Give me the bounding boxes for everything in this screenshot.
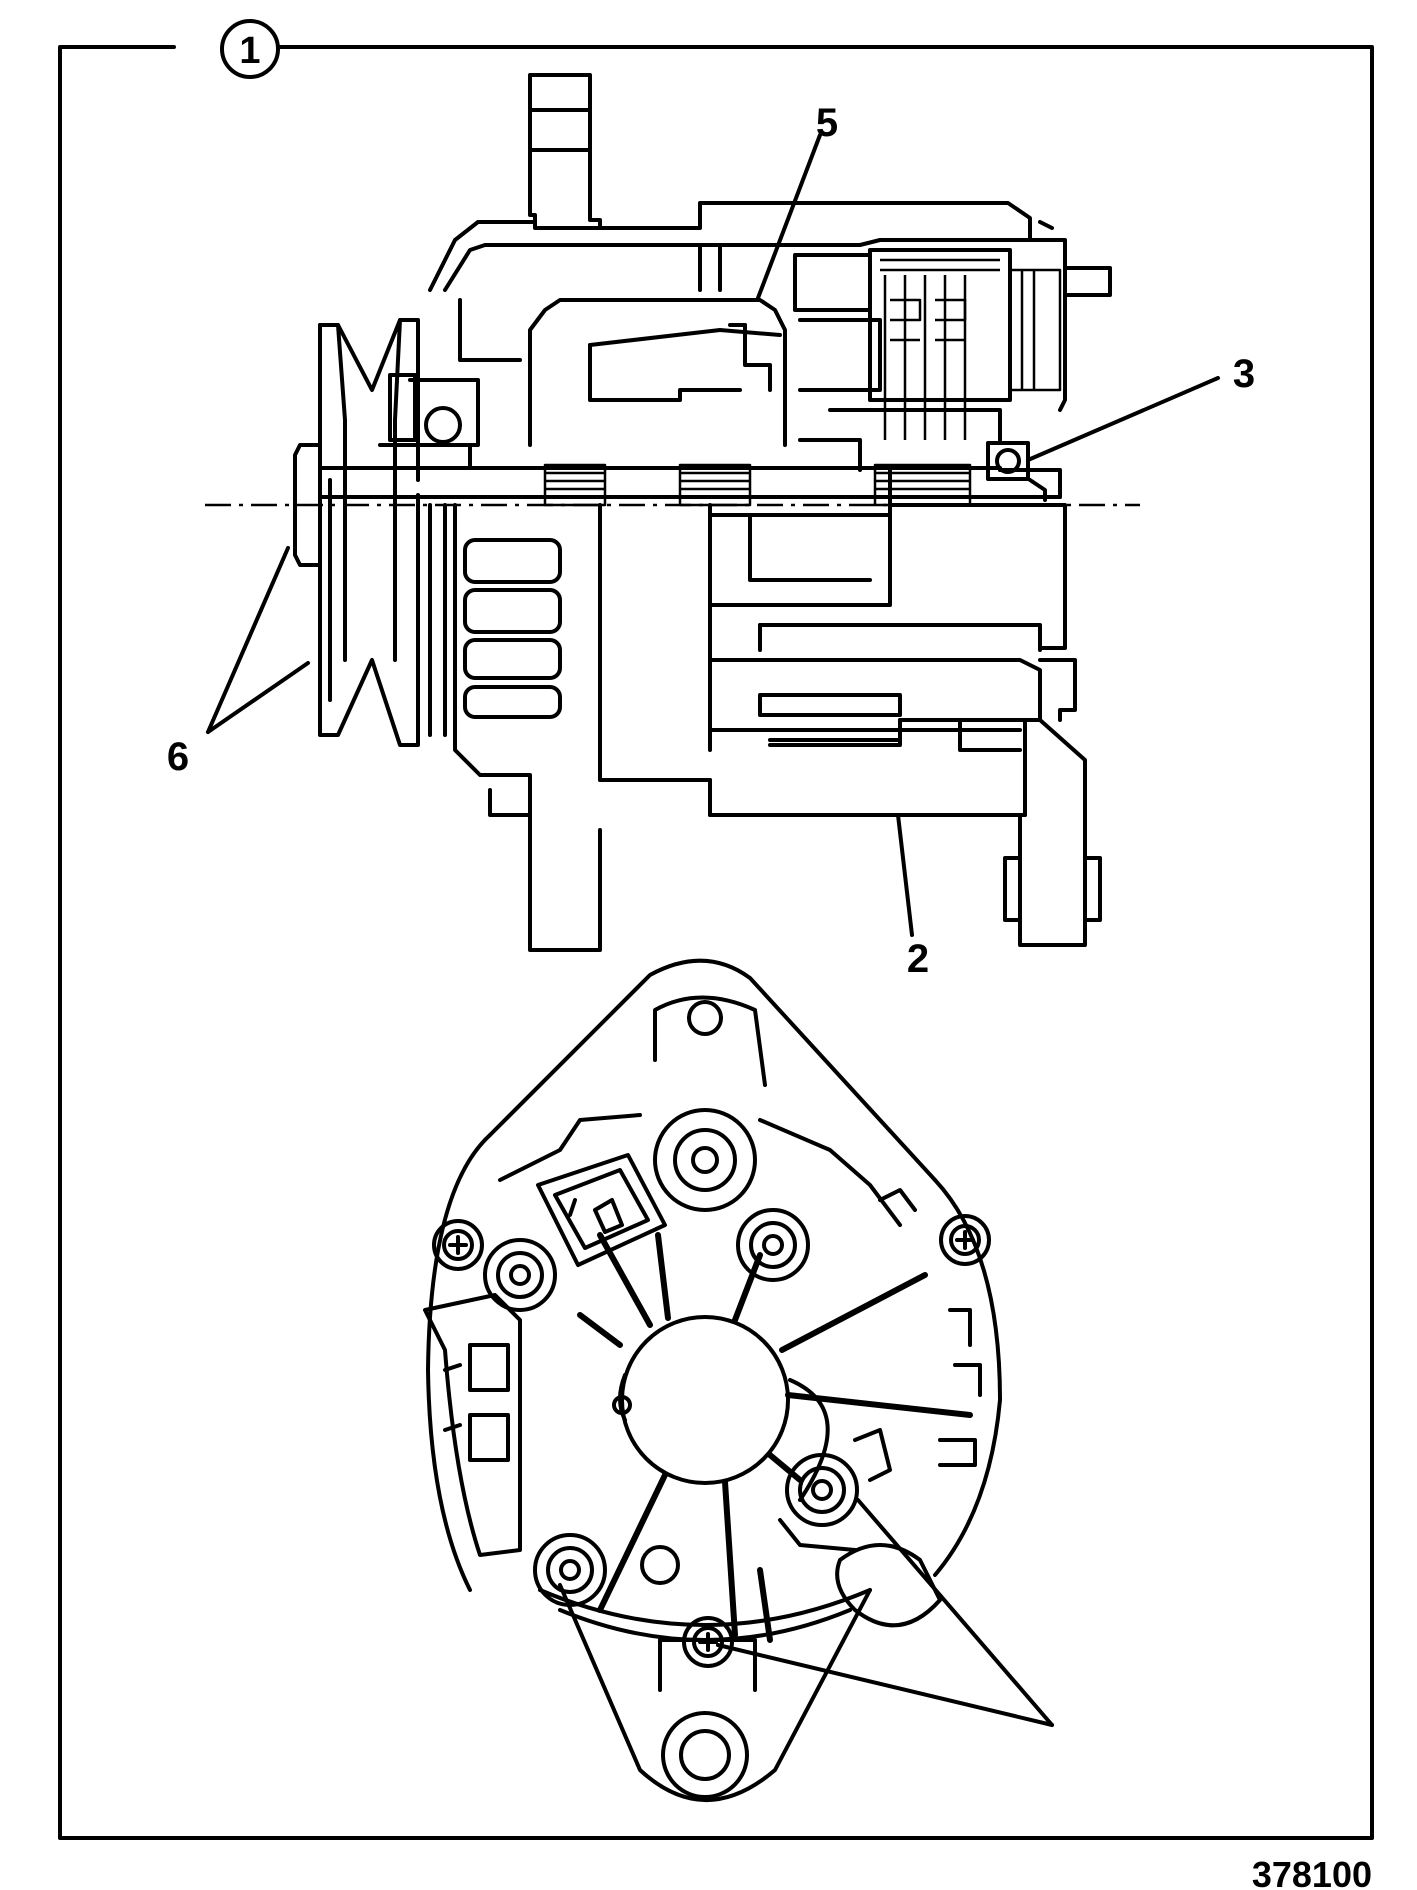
drawing-reference-number: 378100 bbox=[1252, 1854, 1372, 1890]
figure-frame bbox=[58, 45, 1374, 1840]
callout-3: 3 bbox=[1233, 352, 1255, 396]
alternator-cross-section bbox=[205, 73, 1140, 952]
mounting-screw-bottom bbox=[682, 1616, 734, 1668]
front-housing-vent-slots bbox=[463, 538, 562, 719]
mounting-screw-left bbox=[432, 1219, 484, 1271]
callout-4: 5 bbox=[816, 101, 838, 145]
connector-plug bbox=[536, 1153, 667, 1267]
callout-labels: 5 3 6 2 bbox=[167, 101, 1255, 981]
alternator-rear-view bbox=[423, 958, 1002, 1802]
leader-lines bbox=[206, 133, 1220, 1727]
figure-number-badge: 1 bbox=[220, 19, 280, 79]
mounting-screw-right bbox=[939, 1214, 991, 1266]
figure-number-text: 1 bbox=[239, 30, 260, 72]
callout-2: 2 bbox=[907, 937, 929, 981]
callout-5: 6 bbox=[167, 735, 189, 779]
